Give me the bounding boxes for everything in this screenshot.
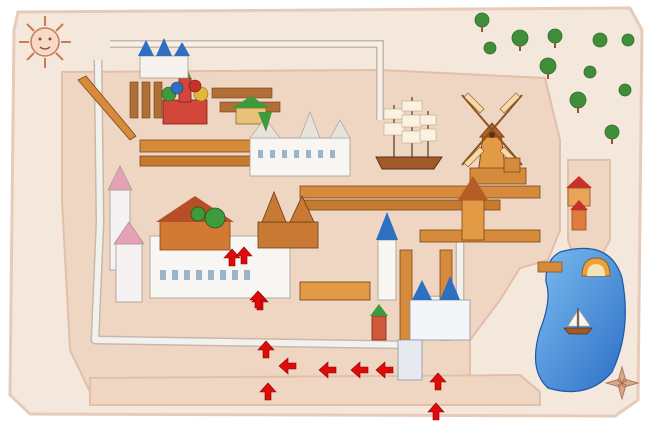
central-spire (376, 212, 398, 301)
sailing-ship-icon (375, 97, 443, 170)
gate-palace (397, 276, 471, 381)
arrow-up-icon (429, 372, 447, 391)
tree-icon (618, 83, 632, 97)
mill-yard (469, 157, 527, 185)
tree-trunks (481, 26, 613, 144)
tree-icon (569, 91, 587, 109)
compass-rose-icon (604, 365, 640, 401)
arrow-left-icon (318, 361, 337, 379)
pier (537, 261, 563, 273)
arrow-up-icon (427, 402, 445, 421)
tree-grove (474, 12, 635, 140)
wooden-galleries (77, 75, 541, 341)
tree-icon (511, 29, 529, 47)
red-tower (370, 304, 388, 341)
tree-icon (474, 12, 490, 28)
blue-roof-palace (138, 38, 190, 79)
white-palace (249, 111, 351, 177)
lake-pavilion (581, 257, 611, 277)
route-arrows (223, 246, 447, 421)
arrow-up-icon (257, 340, 275, 359)
tree-icon (592, 32, 608, 48)
tree-icon (604, 124, 620, 140)
arrow-up-icon (223, 248, 241, 267)
arrow-up-icon (235, 246, 253, 265)
white-towers-left (107, 165, 145, 303)
sun-icon (19, 16, 71, 68)
boat-icon (563, 308, 593, 335)
tree-icon (583, 65, 597, 79)
road-bottom (89, 373, 541, 406)
wooden-tower (458, 176, 488, 241)
wooden-church (257, 190, 371, 301)
arrow-up-icon (249, 290, 267, 309)
tree-icon (547, 28, 563, 44)
arrow-up-icon (259, 382, 277, 401)
tree-icon (621, 33, 635, 47)
arrow-left-icon (278, 357, 297, 375)
tree-icon (483, 41, 497, 55)
right-houses (566, 176, 592, 231)
arrow-left-icon (350, 361, 369, 379)
tree-icon (539, 57, 557, 75)
cathedral-domes (161, 62, 209, 125)
arrow-left-icon (375, 361, 394, 379)
